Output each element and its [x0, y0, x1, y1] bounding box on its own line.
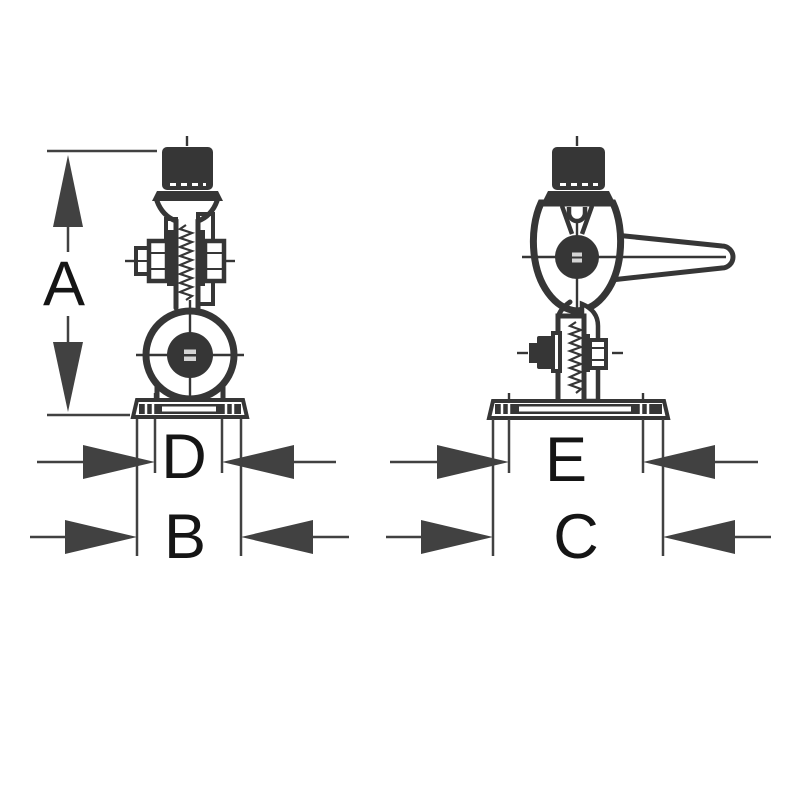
arrow-right-icon — [421, 520, 493, 554]
dimension-c: C — [386, 419, 771, 572]
arrow-left-icon — [663, 520, 735, 554]
arrow-left-icon — [643, 445, 715, 479]
arrow-right-icon — [83, 445, 155, 479]
front-view-drawing — [125, 136, 250, 419]
arrow-right-icon — [437, 445, 509, 479]
mounting-flange — [486, 393, 671, 420]
dimension-e: E — [390, 419, 758, 495]
side-view-drawing — [486, 136, 736, 420]
clamp-knob — [517, 331, 623, 373]
antenna-ferrule — [152, 147, 223, 201]
pivot-bolt — [167, 332, 213, 378]
dimension-a-label: A — [43, 249, 85, 319]
threaded-stud — [566, 321, 585, 394]
pivot-bolt — [555, 235, 599, 279]
dimension-d: D — [37, 419, 336, 492]
arrow-down-icon — [53, 342, 83, 412]
dimension-a: A — [43, 149, 157, 417]
mounting-flange — [130, 393, 250, 419]
dimension-d-label: D — [161, 422, 207, 492]
arrow-left-icon — [222, 445, 294, 479]
threaded-stud — [176, 224, 196, 301]
dimension-e-label: E — [545, 425, 587, 495]
dimension-c-label: C — [553, 502, 599, 572]
arrow-left-icon — [241, 520, 313, 554]
arrow-right-icon — [65, 520, 137, 554]
arrow-up-icon — [53, 155, 83, 227]
dimension-b: B — [30, 419, 349, 572]
clamp-bolt — [125, 230, 235, 286]
dimension-b-label: B — [164, 502, 206, 572]
antenna-ferrule — [542, 147, 615, 203]
